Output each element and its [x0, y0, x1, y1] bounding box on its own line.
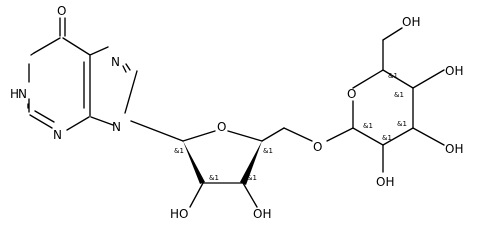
bond-c8-n9 [124, 70, 138, 114]
stereo-label: &1 [174, 147, 184, 155]
bond-c3g-c2g [382, 127, 414, 146]
bond-n7-c8 [125, 63, 131, 71]
bond-c2-n3 [29, 114, 53, 129]
stereo-label: &1 [397, 120, 407, 128]
atom-o3-glucose: OH [445, 142, 463, 156]
structure-diagram: O H N N N N O O HO OH O OH OH OH OH &1 &… [10, 4, 463, 221]
bond-n1-c6-side [30, 52, 35, 56]
bond-c5g-c4g [382, 69, 414, 89]
atom-o2-glucose: OH [376, 175, 394, 189]
atom-o3-ribose: OH [253, 207, 271, 221]
bond-c5r-o5 [283, 127, 313, 142]
stereo-label: &1 [263, 147, 273, 155]
stereo-label: &1 [363, 122, 373, 130]
atom-labels: O H N N N N O O HO OH O OH OH OH OH [10, 4, 463, 221]
wedge-c1r-c2r [183, 141, 205, 184]
bond-n7-c8-double [122, 65, 127, 73]
atom-n7: N [111, 55, 120, 69]
stereo-label: &1 [247, 174, 257, 182]
stereo-label: &1 [382, 134, 392, 142]
atom-o6: O [57, 4, 66, 18]
bond-c5-n7 [89, 46, 109, 56]
bond-n9-c4 [90, 116, 114, 126]
atom-n1: N [18, 87, 27, 101]
bond-c1r-o4r [182, 130, 216, 142]
atom-n3: N [53, 128, 62, 142]
stereo-labels: &1 &1 &1 &1 &1 &1 &1 &1 &1 [174, 72, 407, 182]
stereo-label: &1 [209, 174, 219, 182]
atom-o4-ribose: O [217, 120, 226, 134]
bond-c4g-o4g [412, 69, 445, 89]
bond-c3r-o3r [242, 182, 258, 208]
bond-o4r-c4r [227, 130, 263, 142]
bond-c5-c6 [62, 37, 91, 56]
atom-o2-ribose: HO [170, 207, 188, 221]
bond-n3-c4 [66, 116, 90, 131]
atom-n1-h: H [10, 87, 19, 101]
atom-n9: N [112, 120, 121, 134]
stereo-label: &1 [388, 72, 398, 80]
atom-o4-glucose: OH [445, 64, 463, 78]
bond-c3g-o3g [412, 127, 445, 146]
stereo-label: &1 [394, 91, 404, 99]
bond-c6g-o6g [382, 27, 403, 41]
wedge-c4r-c3r [240, 141, 262, 185]
bond-c4r-c5r [261, 127, 285, 142]
bond-o5g-c5g [352, 69, 384, 89]
bond-c2g-c1g [352, 127, 384, 146]
hypoxanthine-ring [27, 17, 138, 131]
bond-o5-c1g [326, 127, 354, 142]
bond-c6-n1 [33, 37, 61, 54]
atom-o5-ribose: O [313, 140, 322, 154]
atom-o6-glucose: OH [402, 15, 420, 29]
atom-o5-glucose: O [347, 87, 356, 101]
bond-c2-n3-double [34, 110, 55, 123]
bond-n9-c1r [130, 120, 184, 142]
ribose-ring [130, 120, 313, 208]
glucose-ring [326, 27, 445, 173]
bond-c2r-o2r [189, 182, 204, 208]
